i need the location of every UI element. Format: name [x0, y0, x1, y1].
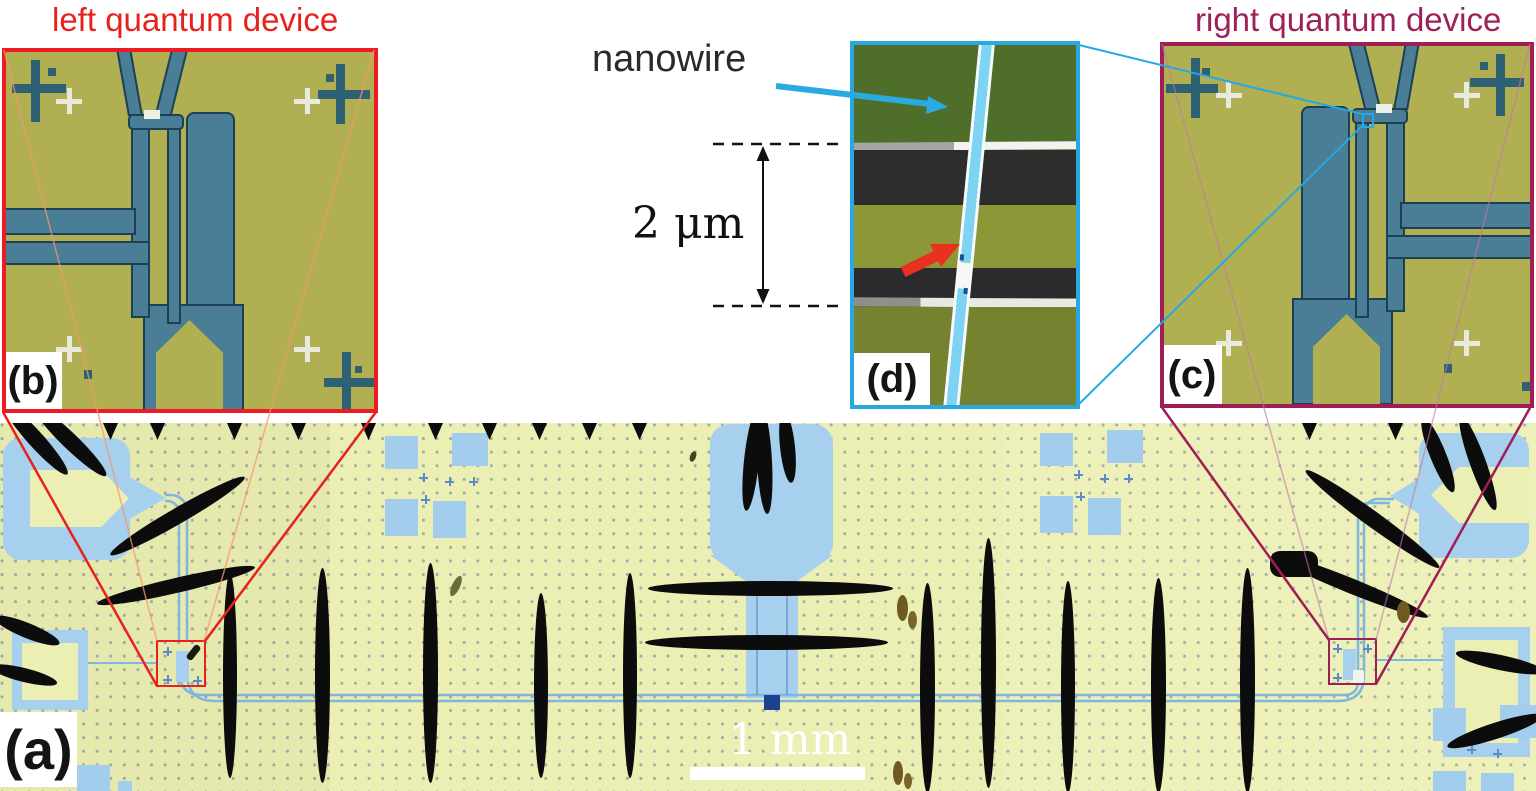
alignment-square — [118, 781, 132, 791]
panel-b-label: (b) — [6, 352, 62, 409]
alignment-pinwheel — [385, 433, 491, 539]
bond-wire — [1151, 578, 1166, 791]
bond-wire — [623, 573, 637, 778]
panel-d-label: (d) — [854, 353, 930, 405]
bond-wire — [920, 583, 935, 791]
nanowire-site-speck — [144, 110, 160, 119]
alignment-cross — [1216, 82, 1242, 108]
bond-wire — [981, 538, 996, 788]
left-device-title: left quantum device — [52, 1, 339, 38]
panel-b-micrograph: (b) — [2, 48, 378, 413]
scale-bar-text: 1 mm — [728, 715, 852, 765]
bond-wire — [534, 593, 548, 778]
bond-wire — [1240, 568, 1255, 791]
left-device-zoom-box — [156, 640, 206, 687]
alignment-cross — [56, 88, 82, 114]
bond-wire — [645, 635, 888, 650]
nanowire-annotation: nanowire — [592, 38, 747, 80]
scale-2um-text: 2 μm — [632, 198, 745, 249]
neck-contact-square — [764, 695, 780, 710]
debris — [893, 761, 903, 785]
bond-wire — [223, 573, 237, 778]
alignment-cross — [294, 336, 320, 362]
alignment-cross — [1454, 330, 1480, 356]
debris — [908, 611, 917, 629]
nanowire-zoom-box — [1362, 113, 1374, 128]
debris — [897, 595, 908, 621]
sem-gate-green — [854, 45, 1076, 142]
bond-wire — [315, 568, 330, 783]
alignment-pinwheel — [1040, 430, 1146, 536]
nanowire-break — [955, 262, 973, 290]
bond-wire — [1061, 581, 1075, 791]
bond-wire — [648, 581, 893, 596]
alignment-cross — [1454, 82, 1480, 108]
panel-a-chip-micrograph: 1 mm (a) — [0, 423, 1536, 791]
bond-wire — [1270, 551, 1318, 577]
panel-a-label: (a) — [0, 712, 77, 787]
panel-c-label: (c) — [1164, 345, 1222, 404]
scale-bar — [690, 767, 865, 780]
debris — [1397, 601, 1410, 623]
right-device-title: right quantum device — [1195, 1, 1502, 38]
alignment-square — [77, 765, 110, 791]
bond-wire — [423, 563, 438, 783]
right-device-zoom-box — [1328, 638, 1377, 685]
panel-c-micrograph: (c) — [1160, 42, 1534, 408]
debris — [904, 773, 912, 789]
nanowire-site-speck — [1376, 104, 1392, 113]
alignment-cross — [294, 88, 320, 114]
panel-d-sem: (d) — [850, 41, 1080, 409]
